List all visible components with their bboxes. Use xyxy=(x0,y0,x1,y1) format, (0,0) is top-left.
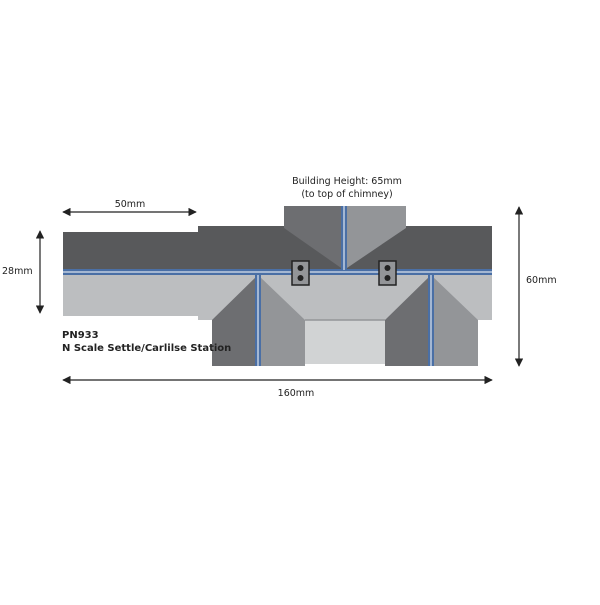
chimney-right xyxy=(378,260,397,286)
height-28mm-label: 28mm xyxy=(2,266,33,277)
centre-gable-left-face xyxy=(284,206,344,270)
main-center-wall xyxy=(305,320,385,364)
right-front-gable-left-face xyxy=(385,275,431,366)
right-front-gable xyxy=(385,275,478,366)
building-height-label: Building Height: 65mm xyxy=(292,176,402,187)
product-code: PN933 xyxy=(62,330,99,341)
chimney-right-pot-2 xyxy=(384,275,391,281)
left-wing xyxy=(63,232,200,316)
chimney-right-pot-1 xyxy=(384,265,391,271)
left-wing-wall xyxy=(63,275,200,316)
centre-gable-right-face xyxy=(344,206,406,270)
product-caption: PN933 N Scale Settle/Carlilse Station xyxy=(62,329,231,355)
centre-gable xyxy=(284,206,406,270)
chimney-note-label: (to top of chimney) xyxy=(301,189,392,200)
chimney-left xyxy=(291,260,310,286)
left-front-gable-right-face xyxy=(258,275,305,366)
chimney-left-pot-1 xyxy=(297,265,304,271)
product-name: N Scale Settle/Carlilse Station xyxy=(62,343,232,354)
chimney-right-stack xyxy=(378,260,397,286)
left-front-gable xyxy=(212,275,305,366)
length-160mm-label: 160mm xyxy=(278,388,315,399)
chimney-left-stack xyxy=(291,260,310,286)
width-50mm-label: 50mm xyxy=(115,199,146,210)
height-60mm-label: 60mm xyxy=(526,275,557,286)
right-front-gable-right-face xyxy=(431,275,478,366)
left-front-gable-left-face xyxy=(212,275,258,366)
left-wing-roof xyxy=(63,232,200,269)
chimney-left-pot-2 xyxy=(297,275,304,281)
